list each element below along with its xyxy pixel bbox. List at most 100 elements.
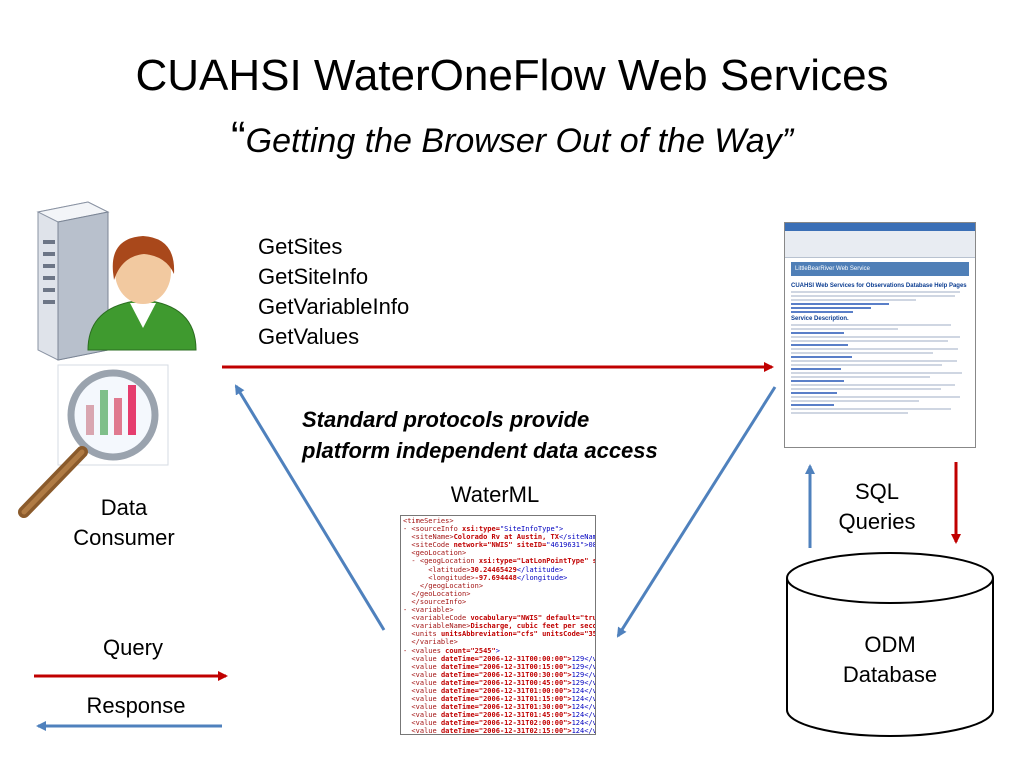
xml-tag: - <values [403,646,446,655]
xml-tag: </geoLocation> [403,589,471,598]
xml-tag: <variableName> [403,622,471,631]
xml-attr: count="2545" [445,646,496,655]
xml-value: 124</value> [571,703,595,712]
xml-value: 129</value> [571,678,595,687]
xml-line: <value dateTime="2006-12-31T01:30:00">12… [403,703,595,712]
xml-line: <value dateTime="2006-12-31T00:15:00">12… [403,662,595,671]
slide-title: CUAHSI WaterOneFlow Web Services [135,51,889,100]
database-cylinder-icon [786,552,994,737]
xml-tag: - <variable> [403,606,454,615]
sql-queries-label-line-2: Queries [838,509,916,534]
method-getsites: GetSites [258,234,343,259]
data-consumer-label-line-1: Data [100,495,148,520]
xml-tag: <longitude> [403,573,475,582]
close-quote: ” [781,122,794,160]
data-consumer-illustration [18,201,197,518]
slide-subtitle: “Getting the Browser Out of the Way” [0,116,1024,164]
protocol-line-1: Standard protocols provide [302,407,590,432]
xml-line: </geogLocation> [403,582,593,590]
xml-tag: <geoLocation> [403,549,467,558]
xml-value: "4619631">0815000 [546,541,596,550]
xml-line: <siteCode network="NWIS" siteID="4619631… [403,541,596,550]
odm-database-label-line-1: ODM [864,632,916,657]
xml-value: 129</value> [571,654,595,663]
data-consumer-label: Data Consumer [44,493,204,553]
page-content: CUAHSI Web Services for Observations Dat… [785,276,975,420]
person-icon [87,236,197,351]
xml-tag: </geogLocation> [403,581,484,590]
xml-line: - <geogLocation xsi:type="LatLonPointTyp… [403,557,595,566]
browser-title-bar [785,223,975,231]
xml-attr: -97.694448 [474,573,517,582]
odm-database-label-line-2: Database [842,662,938,687]
protocol-caption: Standard protocols provide platform inde… [302,404,658,466]
open-quote: “ [230,113,246,162]
odm-database-label: ODM Database [800,630,980,690]
xml-line: <value dateTime="2006-12-31T02:15:00">12… [403,727,595,735]
xml-value: 129</value> [571,662,595,671]
xml-tag: <units [403,630,441,639]
magnifier-chart-icon [18,364,169,518]
xml-line: </variable> [403,638,593,646]
xml-tag: <value [403,670,441,679]
sql-queries-label: SQL Queries [822,477,932,537]
xml-line: <timeSeries> [403,517,593,525]
xml-line: <value dateTime="2006-12-31T00:00:00">12… [403,654,595,663]
xml-tag: <value [403,662,441,671]
xml-value: </siteName> [558,533,595,542]
xml-tag: <value [403,654,441,663]
xml-line: <latitude>30.24465429</latitude> [403,566,593,574]
xml-attr: dateTime="2006-12-31T02:00:00"> [440,719,572,728]
legend-query-label: Query [103,635,163,660]
xml-attr: dateTime="2006-12-31T00:30:00"> [440,670,572,679]
method-getvalues: GetValues [258,324,360,349]
xml-tag: <value [403,727,441,735]
method-getvariableinfo: GetVariableInfo [258,294,410,319]
xml-value: 124</value> [571,719,595,728]
xml-line: <value dateTime="2006-12-31T02:00:00">12… [403,719,595,728]
xml-tag: <value [403,678,441,687]
xml-line: - <variable> [403,606,593,614]
xml-tag: <value [403,711,441,720]
xml-tag: <value [403,695,441,704]
xml-tag: <value [403,686,441,695]
xml-tag: <variableCode [403,614,471,623]
subtitle-text: Getting the Browser Out of the Way [245,122,782,160]
xml-attr: dateTime="2006-12-31T02:15:00"> [440,727,572,735]
xml-attr: dateTime="2006-12-31T01:15:00"> [440,695,572,704]
xml-tag: <value [403,719,441,728]
method-getsiteinfo: GetSiteInfo [258,264,369,289]
page-header: LittleBearRiver Web Service [791,262,969,276]
xml-value: 124</value> [571,695,595,704]
xml-line: <value dateTime="2006-12-31T01:15:00">12… [403,695,595,704]
xml-attr: 30.24465429 [470,565,517,574]
xml-tag: </variable> [403,638,458,647]
response-arrow-right [616,386,777,638]
xml-tag: - <geogLocation [403,557,479,566]
sql-queries-label-line-1: SQL [854,479,900,504]
xml-value: </latitude> [516,565,564,574]
xml-tag: <latitude> [403,565,471,574]
xml-line: <units unitsAbbreviation="cfs" unitsCode… [403,630,595,639]
xml-attr: dateTime="2006-12-31T01:00:00"> [440,686,572,695]
legend-response-label: Response [86,693,186,718]
page-heading-1: CUAHSI Web Services for Observations Dat… [791,283,967,289]
xml-tag: </sourceInfo> [403,597,467,606]
xml-attr: network="NWIS" siteID= [453,541,547,550]
xml-value: 124</value> [571,686,595,695]
xml-tag: <siteName> [403,533,454,542]
xml-attr: vocabulary="NWIS" default="true" [470,614,596,623]
xml-attr: dateTime="2006-12-31T00:00:00"> [440,654,572,663]
waterml-xml-snippet: <timeSeries>- <sourceInfo xsi:type="Site… [400,515,596,735]
xml-line: <geoLocation> [403,549,593,557]
xml-line: <value dateTime="2006-12-31T01:00:00">12… [403,686,595,695]
xml-value: 124</value> [571,727,595,735]
xml-value: 129</value> [571,670,595,679]
xml-attr: Discharge, cubic feet per second [470,622,596,631]
xml-attr: dateTime="2006-12-31T00:15:00"> [440,662,572,671]
xml-value: > [495,646,500,655]
xml-line: </sourceInfo> [403,598,593,606]
method-list: GetSites GetSiteInfo GetVariableInfo Get… [258,232,409,352]
protocol-line-2: platform independent data access [302,438,658,463]
